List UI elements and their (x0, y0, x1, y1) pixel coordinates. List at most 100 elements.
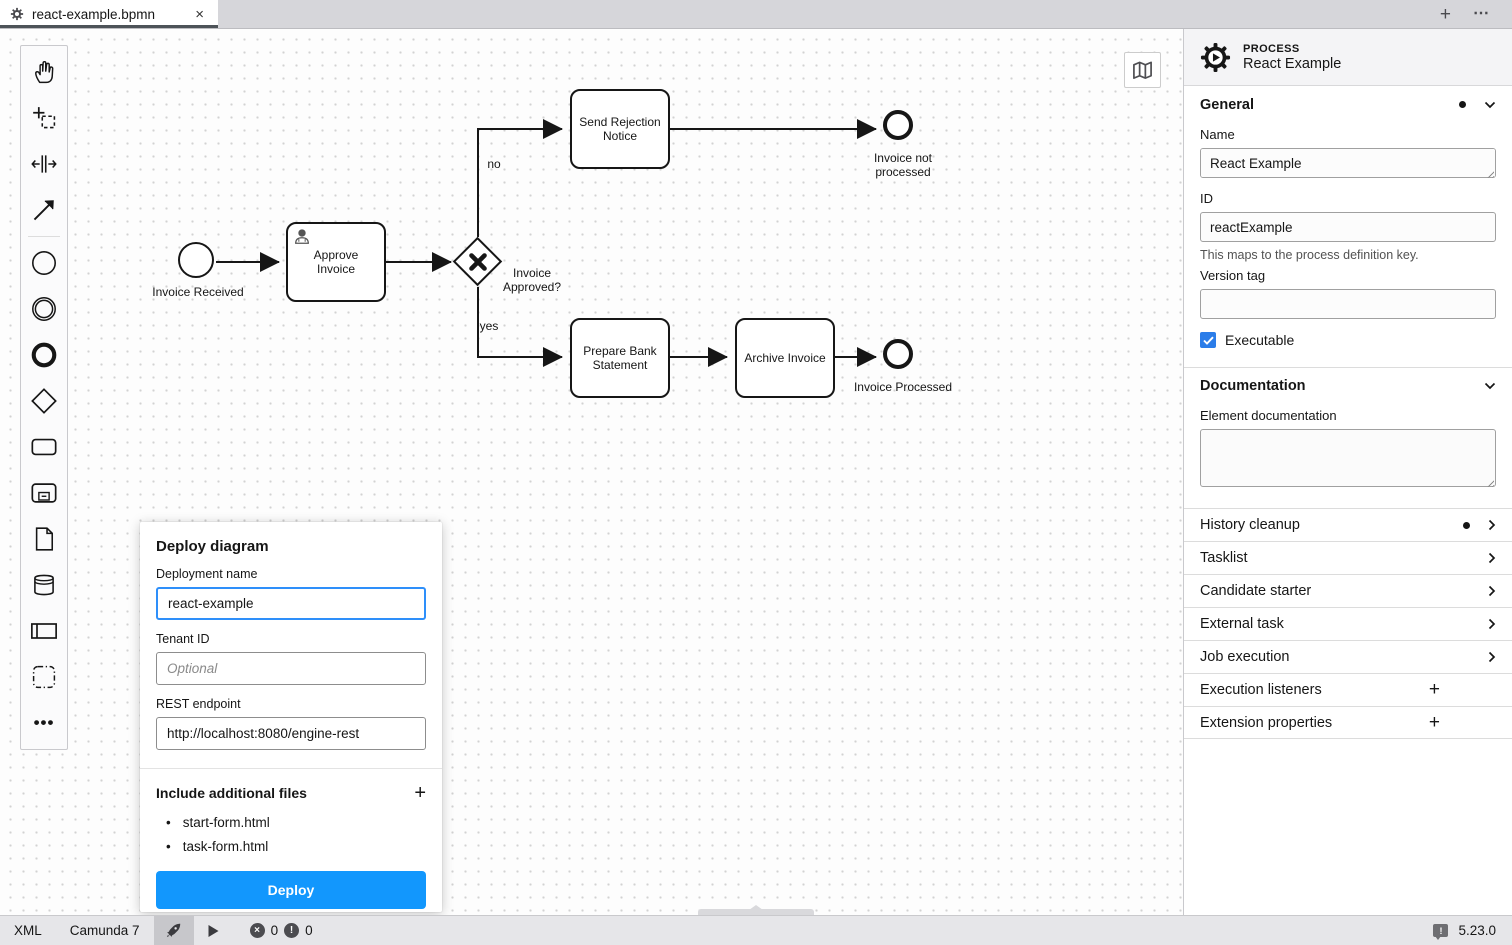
name-label: Name (1200, 127, 1235, 142)
problems-indicator[interactable]: × 0 ! 0 (249, 916, 313, 945)
start-event[interactable] (178, 242, 214, 278)
properties-panel: PROCESS React Example General Name React… (1183, 29, 1512, 915)
add-execution-listener-button[interactable]: + (1428, 679, 1440, 700)
palette-more-icon[interactable]: ••• (33, 713, 55, 732)
chevron-down-icon (1484, 101, 1496, 108)
executable-checkbox[interactable] (1200, 332, 1216, 348)
group-external-task[interactable]: External task (1184, 607, 1512, 640)
log-panel-toggle-handle[interactable] (698, 905, 814, 915)
gateway-label: Invoice Approved? (502, 266, 562, 294)
task-send-rejection-notice[interactable]: Send Rejection Notice (570, 89, 670, 169)
task-label: Send Rejection Notice (579, 115, 661, 143)
create-group-icon[interactable] (21, 654, 67, 700)
name-input[interactable]: React Example (1200, 148, 1496, 178)
id-label: ID (1200, 191, 1213, 206)
group-job-execution[interactable]: Job execution (1184, 640, 1512, 673)
tab-close-icon[interactable]: × (195, 5, 204, 23)
map-icon (1133, 61, 1152, 79)
file-item: start-form.html (166, 815, 426, 830)
gateway-x-marker (469, 253, 487, 271)
create-gateway-icon[interactable] (21, 378, 67, 424)
check-icon (1202, 336, 1214, 345)
space-tool-icon[interactable] (21, 141, 67, 187)
executable-checkbox-row[interactable]: Executable (1200, 332, 1496, 348)
deploy-button[interactable]: Deploy (156, 871, 426, 909)
dialog-divider (140, 768, 442, 769)
element-documentation-input[interactable] (1200, 429, 1496, 487)
start-instance-button[interactable] (194, 916, 234, 945)
bpmn-canvas[interactable]: Invoice Received Approve Invoice Invoice (0, 29, 1183, 915)
file-item: task-form.html (166, 839, 426, 854)
bpmn-file-gear-icon (10, 7, 24, 21)
chevron-right-icon (1488, 552, 1496, 564)
create-data-object-icon[interactable] (21, 516, 67, 562)
tenant-id-input[interactable] (156, 652, 426, 685)
end-event-label: Invoice Processed (853, 380, 953, 394)
group-tasklist[interactable]: Tasklist (1184, 541, 1512, 574)
palette-separator (28, 236, 60, 237)
dialog-title: Deploy diagram (156, 538, 269, 555)
create-end-event-icon[interactable] (21, 332, 67, 378)
task-label: Archive Invoice (744, 351, 826, 365)
executable-label: Executable (1225, 332, 1295, 348)
id-help-text: This maps to the process definition key. (1200, 248, 1419, 262)
end-event-processed[interactable] (883, 339, 913, 369)
version-tag-input[interactable] (1200, 289, 1496, 319)
deploy-diagram-dialog: Deploy diagram Deployment name Tenant ID… (140, 522, 442, 912)
edited-dot-indicator (1459, 101, 1466, 108)
general-group-body: Name React Example ID This maps to the p… (1184, 123, 1512, 367)
create-subprocess-icon[interactable] (21, 470, 67, 516)
chevron-right-icon (1488, 519, 1496, 531)
end-event-not-processed[interactable] (883, 110, 913, 140)
tenant-id-label: Tenant ID (156, 632, 210, 646)
tab-react-example[interactable]: react-example.bpmn × (0, 0, 218, 28)
deploy-tool-button[interactable] (153, 916, 194, 945)
edited-dot-indicator (1463, 521, 1470, 529)
minimap-toggle-button[interactable] (1124, 52, 1161, 88)
xml-view-toggle[interactable]: XML (14, 923, 42, 938)
rest-endpoint-input[interactable] (156, 717, 426, 750)
create-task-icon[interactable] (21, 424, 67, 470)
warning-count: 0 (305, 923, 313, 938)
engine-profile-button[interactable]: Camunda 7 (69, 923, 140, 938)
chevron-right-icon (1488, 651, 1496, 663)
group-history-cleanup[interactable]: History cleanup (1184, 508, 1512, 541)
hand-tool-icon[interactable] (21, 49, 67, 95)
task-prepare-bank-statement[interactable]: Prepare Bank Statement (570, 318, 670, 398)
group-execution-listeners[interactable]: Execution listeners + (1184, 673, 1512, 706)
rocket-icon (166, 923, 181, 938)
create-start-event-icon[interactable] (21, 240, 67, 286)
status-bar: XML Camunda 7 × 0 ! 0 ! 5. (0, 915, 1512, 945)
include-files-title: Include additional files (156, 785, 307, 801)
create-intermediate-event-icon[interactable] (21, 286, 67, 332)
additional-files-list: start-form.html task-form.html (166, 815, 426, 854)
task-archive-invoice[interactable]: Archive Invoice (735, 318, 835, 398)
end-event-label: Invoice not processed (873, 151, 933, 179)
documentation-group-body: Element documentation (1184, 404, 1512, 508)
create-participant-icon[interactable] (21, 608, 67, 654)
add-file-button[interactable]: + (414, 782, 426, 804)
add-extension-property-button[interactable]: + (1428, 711, 1440, 733)
id-input[interactable] (1200, 212, 1496, 242)
bpmn-palette: ••• (20, 45, 68, 750)
group-extension-properties[interactable]: Extension properties + (1184, 706, 1512, 739)
flow-no-label: no (487, 157, 501, 171)
version-label: 5.23.0 (1458, 923, 1496, 938)
user-task-approve-invoice[interactable]: Approve Invoice (286, 222, 386, 302)
play-icon (208, 924, 219, 937)
group-documentation[interactable]: Documentation (1184, 367, 1512, 404)
group-general[interactable]: General (1184, 86, 1512, 123)
deployment-name-input[interactable] (156, 587, 426, 620)
group-candidate-starter[interactable]: Candidate starter (1184, 574, 1512, 607)
chevron-right-icon (1488, 585, 1496, 597)
feedback-icon[interactable]: ! (1433, 924, 1449, 940)
error-count: 0 (270, 923, 279, 938)
element-name-label: React Example (1243, 56, 1342, 72)
error-icon: × (249, 923, 265, 938)
global-connect-tool-icon[interactable] (21, 187, 67, 233)
create-data-store-icon[interactable] (21, 562, 67, 608)
lasso-tool-icon[interactable] (21, 95, 67, 141)
new-tab-button[interactable]: + (1439, 3, 1451, 25)
tab-overflow-menu-icon[interactable]: ⋯ (1473, 5, 1490, 22)
